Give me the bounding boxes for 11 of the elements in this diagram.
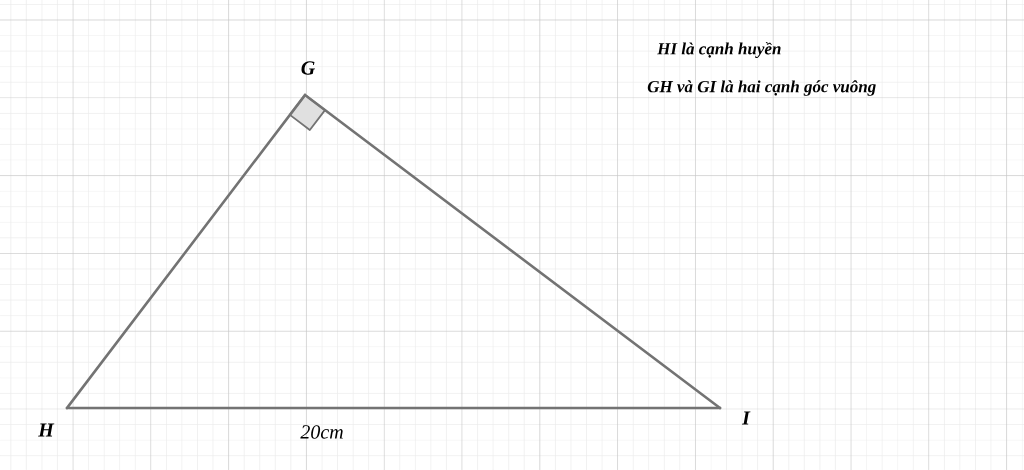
note-text: HI là cạnh huyền: [657, 42, 781, 58]
vertex-label: H: [38, 423, 55, 437]
triangle-side: [67, 406, 720, 410]
vertex-label: I: [741, 411, 751, 425]
vertex-label: G: [301, 61, 315, 75]
vertex-point: [65, 406, 69, 410]
vertex-point: [718, 406, 722, 410]
note-text: GH và GI là hai cạnh góc vuông: [647, 80, 876, 96]
triangle-side: [305, 94, 720, 409]
triangle-side: [66, 95, 306, 408]
edge-label: 20cm: [300, 425, 343, 439]
